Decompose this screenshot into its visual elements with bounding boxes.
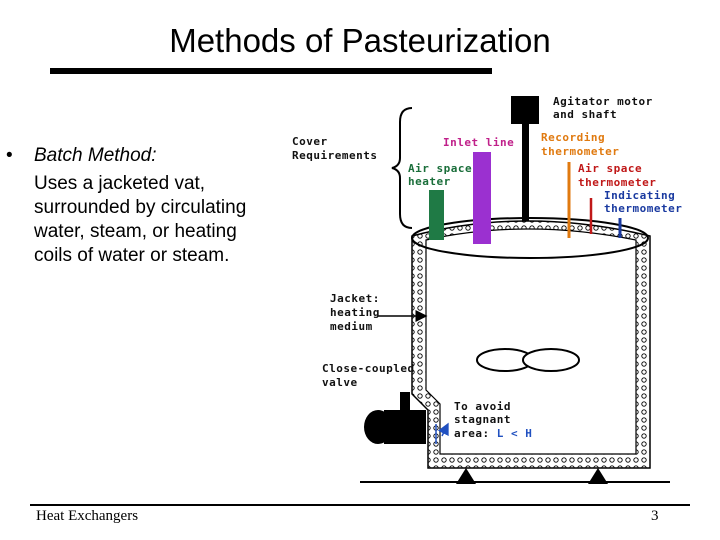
valve-cap bbox=[364, 410, 392, 444]
agitator-paddle-right bbox=[522, 348, 580, 372]
label-avoid-3: area: L < H bbox=[454, 427, 532, 440]
label-indicating-1: Indicating bbox=[604, 189, 675, 202]
label-valve-1: Close-coupled bbox=[322, 362, 415, 375]
label-recording-2: thermometer bbox=[541, 145, 619, 158]
footer-rule bbox=[30, 504, 690, 506]
label-recording-1: Recording bbox=[541, 131, 605, 144]
label-avoid-3b: L < H bbox=[497, 427, 533, 440]
footer-left-text: Heat Exchangers bbox=[36, 508, 139, 524]
title-underline bbox=[50, 68, 492, 74]
label-cover-1: Cover bbox=[292, 135, 328, 148]
label-jacket-1: Jacket: bbox=[330, 292, 380, 305]
stagnant-arrow bbox=[437, 422, 449, 437]
label-jacket-3: medium bbox=[330, 320, 373, 333]
vat-interior bbox=[425, 228, 637, 455]
bullet-text: Uses a jacketed vat, surrounded by circu… bbox=[34, 173, 247, 266]
label-avoid-3a: area: bbox=[454, 427, 497, 440]
agitator-motor bbox=[511, 96, 539, 124]
batch-vat-diagram: Agitator motor and shaft Cover Requireme… bbox=[292, 95, 682, 484]
label-air-thermo-1: Air space bbox=[578, 162, 642, 175]
label-inlet: Inlet line bbox=[443, 136, 514, 149]
label-valve-2: valve bbox=[322, 376, 358, 389]
page-number: 3 bbox=[651, 508, 659, 524]
valve-stem bbox=[400, 392, 410, 412]
label-jacket-2: heating bbox=[330, 306, 380, 319]
label-avoid-1: To avoid bbox=[454, 400, 511, 413]
inlet-pipe bbox=[473, 152, 491, 244]
air-space-heater-pipe bbox=[429, 190, 444, 240]
label-agitator-1: Agitator motor bbox=[553, 95, 653, 108]
label-indicating-2: thermometer bbox=[604, 202, 682, 215]
label-agitator-2: and shaft bbox=[553, 108, 617, 121]
vat-foot-left bbox=[456, 468, 476, 484]
vat-rim bbox=[411, 217, 649, 259]
vat-foot-right bbox=[588, 468, 608, 484]
bullet-marker: • bbox=[6, 145, 13, 166]
bullet-heading: Batch Method: bbox=[34, 145, 157, 166]
label-cover-2: Requirements bbox=[292, 149, 377, 162]
label-air-heater-1: Air space bbox=[408, 162, 472, 175]
label-avoid-2: stagnant bbox=[454, 413, 511, 426]
label-air-heater-2: heater bbox=[408, 175, 451, 188]
slide-title: Methods of Pasteurization bbox=[169, 22, 551, 59]
cover-bracket bbox=[391, 107, 413, 229]
label-air-thermo-2: thermometer bbox=[578, 176, 656, 189]
